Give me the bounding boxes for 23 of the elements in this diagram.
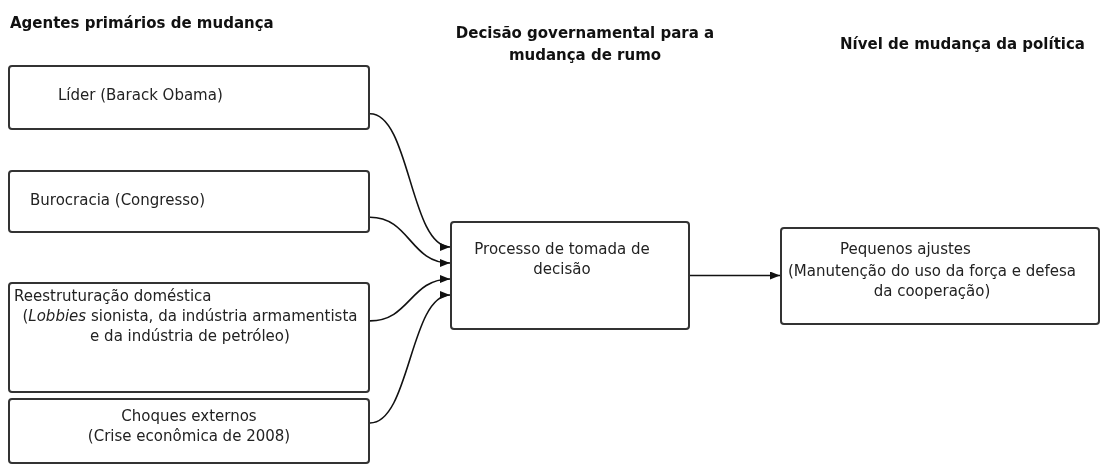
arrow — [689, 271, 781, 280]
box-text: (Lobbies sionista, da indústria armamentista e da indústria de petróleo) — [21, 306, 359, 346]
arrow — [369, 112, 451, 249]
box-heading: Pequenos ajustes — [840, 239, 972, 259]
box-text: (Crise econômica de 2008) — [86, 426, 292, 446]
process-box — [8, 282, 370, 393]
process-box — [450, 221, 690, 330]
column-heading: Agentes primários de mudança — [10, 13, 275, 34]
box-heading: Reestruturação doméstica — [14, 286, 213, 306]
column-heading: Decisão governamental para a mudança de rumo — [454, 23, 716, 66]
process-box — [8, 65, 370, 130]
box-heading: Choques externos — [120, 406, 258, 426]
process-box — [780, 227, 1100, 325]
arrow — [369, 275, 451, 322]
box-text: (Manutenção do uso da força e defesa da cooperação) — [787, 261, 1077, 301]
process-box — [8, 398, 370, 464]
box-text: Burocracia (Congresso) — [30, 190, 207, 210]
column-heading: Nível de mudança da política — [840, 34, 1086, 55]
arrow — [369, 216, 451, 266]
box-text: Processo de tomada de decisão — [473, 239, 651, 279]
arrow — [369, 293, 451, 424]
process-box — [8, 170, 370, 233]
box-text: Líder (Barack Obama) — [58, 85, 224, 105]
